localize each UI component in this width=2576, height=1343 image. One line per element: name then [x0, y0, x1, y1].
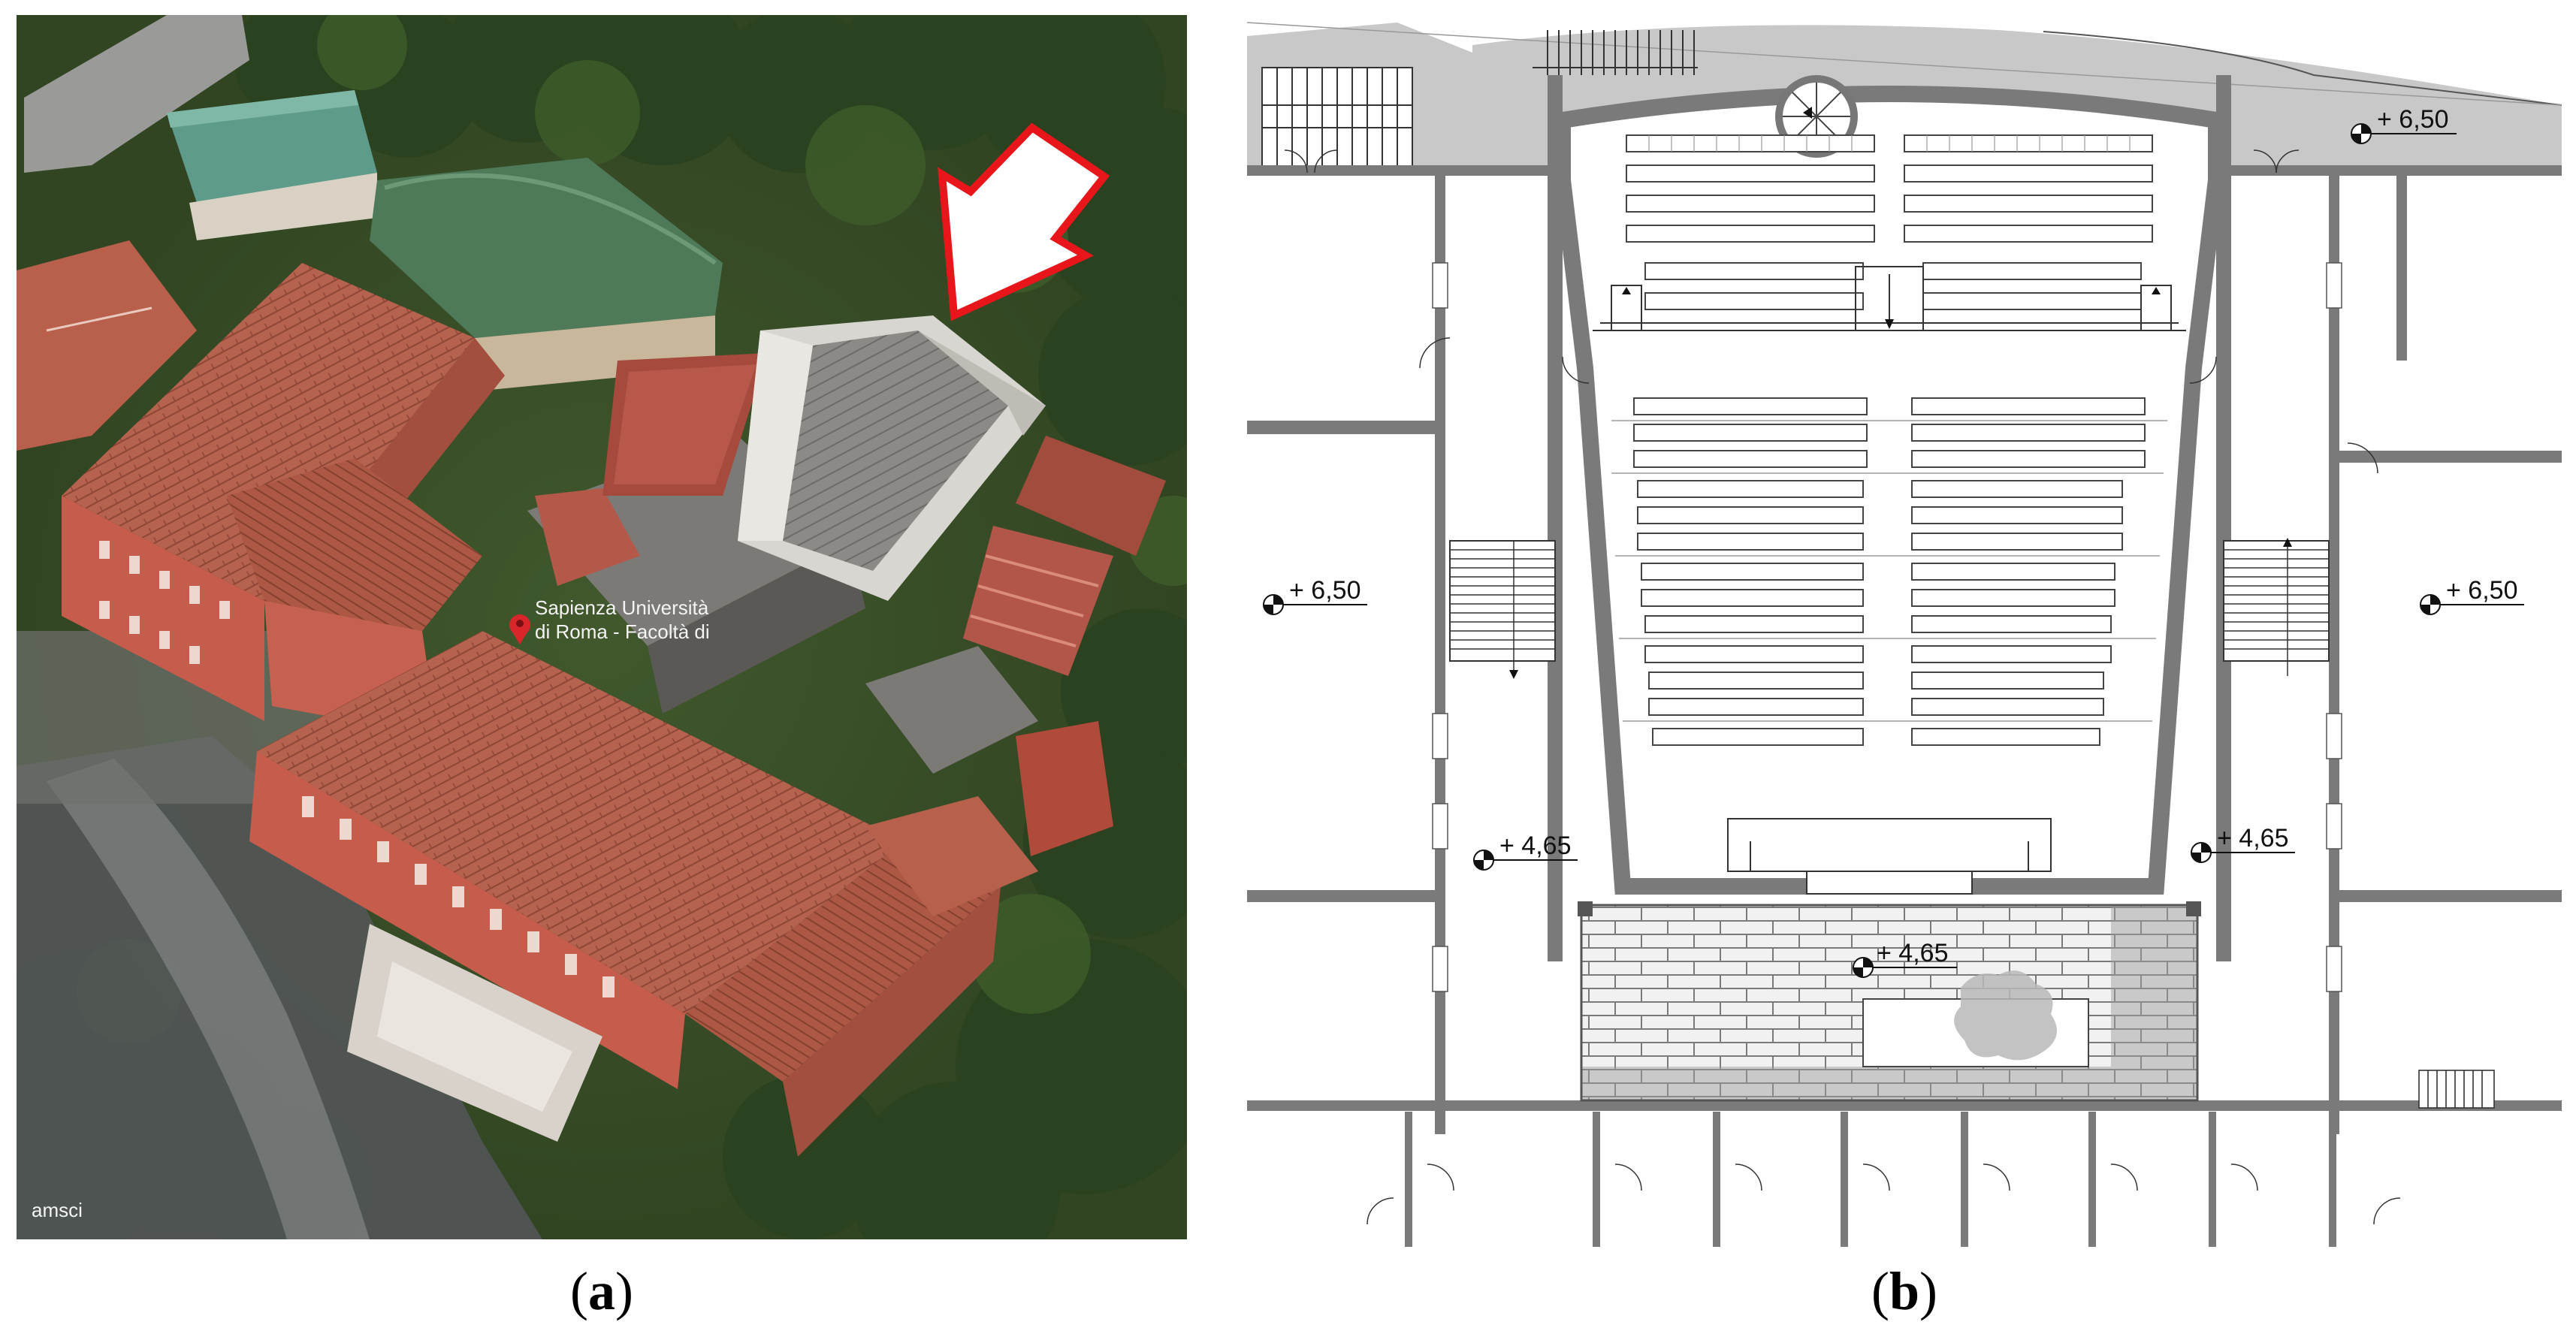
walls	[1247, 75, 2562, 1247]
level-marker-icon	[2351, 123, 2372, 144]
svg-text:+ 4,65: + 4,65	[1499, 831, 1571, 860]
seating-lower	[1633, 397, 2146, 746]
level-marker-icon	[1853, 957, 1874, 978]
map-label-line2: di Roma - Facoltà di	[535, 620, 710, 643]
level-marker-icon	[1263, 594, 1284, 615]
aerial-photo: Sapienza Università di Roma - Facoltà di…	[17, 15, 1187, 1239]
map-label-line1: Sapienza Università	[535, 596, 709, 619]
arrow-pointer	[938, 122, 1110, 321]
svg-text:+ 4,65: + 4,65	[2217, 824, 2288, 853]
aerial-photo-panel: Sapienza Università di Roma - Facoltà di…	[17, 15, 1187, 1239]
seating-upper	[1626, 134, 2153, 310]
location-pin-icon	[509, 614, 530, 644]
level-marker-right-mid: + 6,50	[2420, 576, 2524, 615]
level-marker-top-right: + 6,50	[2351, 105, 2457, 144]
caption-b: (b)	[1871, 1261, 1937, 1321]
level-marker-left-mid: + 6,50	[1263, 576, 1367, 615]
svg-text:+ 6,50: + 6,50	[2377, 105, 2448, 134]
level-marker-left-low: + 4,65	[1473, 831, 1578, 871]
door-swings	[1284, 149, 2401, 1225]
caption-a: (a)	[570, 1261, 633, 1321]
svg-text:+ 6,50: + 6,50	[1289, 576, 1360, 605]
level-marker-icon	[2191, 842, 2212, 863]
level-marker-stage: + 4,65	[1853, 939, 1957, 978]
floor-plan-panel: + 6,50 + 6,50 + 6,50 + 4,65 + 4,65	[1247, 15, 2562, 1247]
floor-plan: + 6,50 + 6,50 + 6,50 + 4,65 + 4,65	[1247, 22, 2562, 1247]
level-marker-icon	[1473, 850, 1494, 871]
street-label: amsci	[32, 1199, 83, 1221]
stage-podium	[1727, 818, 2052, 895]
auditorium-building	[738, 315, 1046, 601]
damage-area	[1954, 970, 2057, 1061]
svg-text:+ 4,65: + 4,65	[1877, 939, 1948, 967]
level-marker-right-low: + 4,65	[2191, 824, 2295, 863]
svg-text:+ 6,50: + 6,50	[2446, 576, 2517, 605]
level-marker-icon	[2420, 594, 2441, 615]
